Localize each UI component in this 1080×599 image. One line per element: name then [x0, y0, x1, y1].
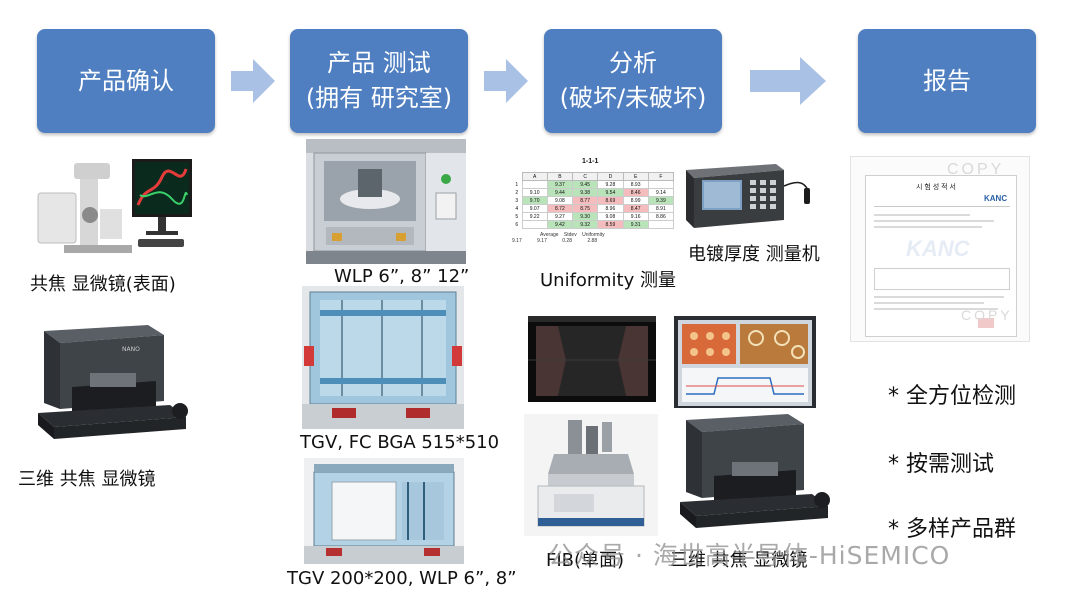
uniformity-cell: 9.42 [546, 220, 574, 229]
report-logo: KANC [984, 194, 1008, 203]
report-stamp-bottom: COPY [961, 307, 1013, 323]
uniformity-cell: 9.32 [571, 220, 599, 229]
flow-arrow-1 [231, 59, 275, 103]
bullet-all-round-inspection: * 全方位检测 [888, 384, 1016, 409]
uniformity-row-index: 2 [512, 188, 522, 197]
tgv-200-equipment-photo [304, 458, 464, 564]
step-label: 产品 测试 [327, 49, 431, 78]
uniformity-col-header: A [521, 172, 548, 181]
step-sublabel: (拥有 研究室) [305, 84, 453, 112]
uniformity-cell: 8.99 [622, 196, 649, 205]
uniformity-cell: 9.70 [521, 196, 548, 205]
step-product-confirmation-box: 产品确认 [37, 29, 215, 133]
caption-tgv-fc: TGV, FC BGA 515*510 [300, 432, 500, 453]
uniformity-cell: 8.86 [647, 212, 675, 221]
step-product-testing-box: 产品 测试 (拥有 研究室) [290, 29, 468, 133]
uniformity-cell: 9.38 [571, 188, 599, 197]
uniformity-cell [647, 220, 675, 229]
uniformity-cell: 8.91 [647, 204, 675, 213]
uniformity-cell: 9.44 [546, 188, 574, 197]
step-label: 报告 [923, 66, 971, 95]
uniformity-cell: 9.16 [622, 212, 649, 221]
analysis-monitor-photo [674, 316, 816, 410]
svg-text:NANO: NANO [122, 346, 140, 353]
uniformity-cell: 9.39 [647, 196, 675, 205]
step-analysis-box: 分析 (破坏/未破坏) [544, 29, 722, 133]
3d-confocal-microscope-photo: NANO [30, 317, 190, 451]
uniformity-footer-values: 9.17 9.17 0.28 2.88 [512, 238, 598, 244]
caption-confocal-surface: 共焦 显微镜(表面) [30, 274, 176, 295]
uniformity-cell: 9.22 [521, 212, 548, 221]
uniformity-cell [521, 180, 548, 189]
uniformity-cell: 9.14 [647, 188, 675, 197]
3d-confocal-microscope-right-photo [670, 408, 832, 538]
step-label: 产品确认 [78, 66, 174, 95]
uniformity-row-index: 4 [512, 204, 522, 213]
uniformity-cell: 9.37 [546, 180, 574, 189]
uniformity-cell: 9.10 [521, 188, 548, 197]
bullet-on-demand-testing: * 按需测试 [888, 452, 994, 477]
wechat-watermark: 公众号 · 海世高半导体-HiSEMICO [548, 541, 951, 570]
uniformity-cell: 9.30 [571, 212, 599, 221]
bullet-diverse-products: * 多样产品群 [888, 517, 1016, 542]
step-sublabel: (破坏/未破坏) [559, 84, 707, 112]
test-report-document: COPY 시 험 성 적 서 KANC KANC COPY [850, 156, 1030, 342]
uniformity-cell: 9.54 [597, 188, 624, 197]
report-title: 시 험 성 적 서 [916, 184, 956, 191]
uniformity-col-header: F [647, 172, 675, 181]
uniformity-cell: 8.72 [546, 204, 574, 213]
caption-plating-meter: 电镀厚度 测量机 [688, 244, 820, 265]
uniformity-cell: 8.47 [622, 204, 649, 213]
caption-3d-confocal-left: 三维 共焦 显微镜 [18, 469, 156, 490]
uniformity-cell: 9.45 [571, 180, 599, 189]
caption-3d-confocal-right: 三维 共焦 显微镜 [670, 550, 808, 571]
uniformity-cell: 9.08 [597, 212, 624, 221]
report-watermark-logo: KANC [906, 236, 970, 261]
tgv-fc-bga-equipment-photo [302, 286, 464, 429]
caption-fib: FIB(单面) [546, 550, 625, 571]
report-page: 시 험 성 적 서 KANC KANC [865, 175, 1017, 337]
step-label: 分析 [609, 49, 657, 78]
wlp-test-equipment-photo [306, 139, 466, 264]
fib-machine-photo [524, 414, 658, 536]
uniformity-cell [521, 220, 548, 229]
uniformity-cell: 9.27 [546, 212, 574, 221]
uniformity-footer-labels: Average Stdev Uniformity [540, 232, 605, 238]
uniformity-cell: 9.31 [622, 220, 649, 229]
uniformity-cell [647, 180, 675, 189]
uniformity-cell: 8.69 [597, 196, 624, 205]
caption-tgv-200: TGV 200*200, WLP 6”, 8” [287, 568, 517, 589]
plating-thickness-meter-photo [680, 156, 824, 240]
uniformity-cell: 9.28 [597, 180, 624, 189]
flow-arrow-3 [750, 57, 826, 105]
uniformity-row-index: 6 [512, 220, 522, 229]
confocal-microscope-photo [34, 155, 194, 263]
uniformity-col-header: B [546, 172, 574, 181]
uniformity-cell: 8.59 [597, 220, 624, 229]
caption-uniformity: Uniformity 测量 [540, 270, 676, 291]
uniformity-row-index: 5 [512, 212, 522, 221]
uniformity-cell: 8.46 [622, 188, 649, 197]
uniformity-col-header: E [622, 172, 649, 181]
uniformity-cell: 9.08 [546, 196, 574, 205]
caption-wlp: WLP 6”, 8” 12” [334, 266, 470, 287]
report-stamp-top: COPY [947, 161, 1005, 178]
uniformity-row-index: 1 [512, 180, 522, 189]
uniformity-cell: 9.07 [521, 204, 548, 213]
uniformity-cell: 8.96 [597, 204, 624, 213]
step-report-box: 报告 [858, 29, 1036, 133]
uniformity-cell: 8.93 [622, 180, 649, 189]
uniformity-cell: 8.77 [571, 196, 599, 205]
uniformity-row-index: 3 [512, 196, 522, 205]
uniformity-col-header: D [597, 172, 624, 181]
cross-section-micrograph [528, 316, 656, 402]
uniformity-col-header: C [571, 172, 599, 181]
uniformity-cell: 8.75 [571, 204, 599, 213]
flow-arrow-2 [484, 59, 528, 103]
uniformity-table-title: 1-1-1 [582, 158, 599, 165]
